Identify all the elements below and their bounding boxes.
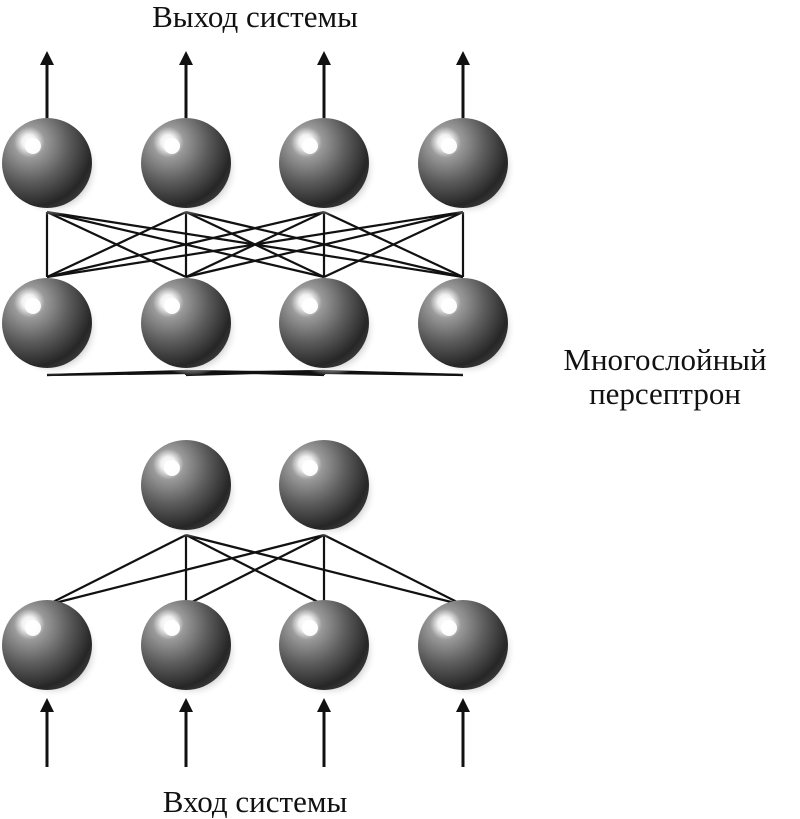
neuron-layer1-0 (141, 440, 239, 538)
neuron-layer3-3 (418, 118, 516, 216)
neuron-layer2-1 (141, 278, 239, 376)
connection-l0-0-to-l1-0 (46, 534, 187, 606)
io-arrows-layer (40, 51, 470, 767)
output-label: Выход системы (152, 0, 358, 34)
neuron-layer0-0 (2, 600, 100, 698)
connection-l2-3-to-l3-2 (323, 211, 464, 278)
input-label: Вход системы (162, 784, 348, 819)
connection-l2-3-to-l3-1 (185, 210, 464, 279)
connection-l0-3-to-l1-0 (185, 533, 464, 607)
neuron-layer1-1 (279, 440, 377, 538)
neuron-layer3-1 (141, 118, 239, 216)
connection-l2-3-to-l3-0 (46, 210, 464, 279)
perceptron-label-line2: персептрон (589, 376, 741, 411)
perceptron-label-line1: Многослойный (563, 342, 767, 377)
neuron-layer0-1 (141, 600, 239, 698)
neuron-layer2-3 (418, 278, 516, 376)
neuron-layer3-2 (279, 118, 377, 216)
connection-l1-1-to-l2-1 (185, 369, 325, 377)
connection-l0-2-to-l1-0 (185, 534, 325, 606)
neuron-layer0-2 (279, 600, 377, 698)
neuron-layer2-2 (279, 278, 377, 376)
connection-l2-2-to-l3-0 (46, 210, 325, 279)
neuron-layer0-3 (418, 600, 516, 698)
neurons-layer (2, 118, 516, 698)
connection-l2-1-to-l3-0 (46, 211, 187, 278)
perceptron-label: Многослойный персептрон (530, 343, 800, 411)
neuron-layer2-0 (2, 278, 100, 376)
connection-l0-3-to-l1-1 (323, 534, 464, 606)
connections-layer (45, 210, 465, 607)
neuron-layer3-0 (2, 118, 100, 216)
